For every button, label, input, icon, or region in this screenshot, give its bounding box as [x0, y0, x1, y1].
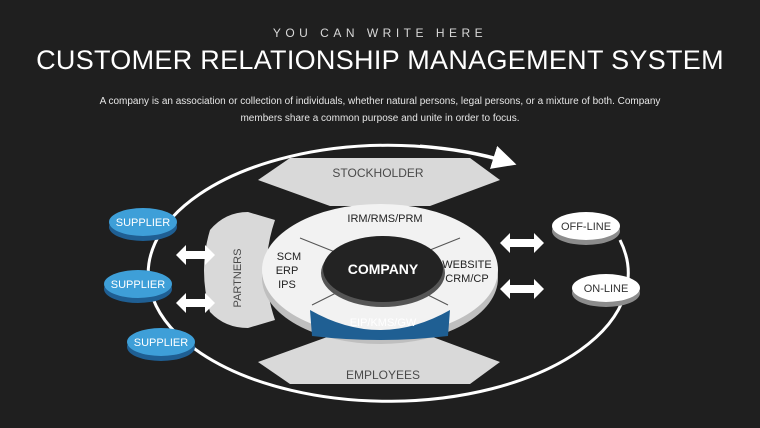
partners-label: PARTNERS [232, 249, 244, 308]
employees-segment [258, 336, 500, 384]
double-arrow-icon [500, 279, 544, 299]
employees-label: EMPLOYEES [346, 368, 420, 382]
cycle-arrow-icon [419, 144, 517, 169]
inner-top-label: IRM/RMS/PRM [347, 213, 422, 225]
inner-right-label-2: CRM/CP [445, 273, 488, 285]
inner-right-label-1: WEBSITE [442, 259, 492, 271]
ring-divider-1 [299, 237, 336, 253]
double-arrow-icon [176, 245, 215, 265]
stockholder-segment [258, 158, 500, 206]
offline-node [552, 212, 620, 240]
description: A company is an association or collectio… [95, 93, 665, 127]
inner-bottom-segment [310, 310, 450, 340]
inner-bottom-label: EIP/KMS/GW [350, 317, 417, 329]
inner-left-label-2: ERP [276, 265, 299, 277]
ring-divider-3 [311, 291, 339, 306]
offline-label: OFF-LINE [561, 221, 611, 233]
description-line-1: A company is an association or collectio… [99, 96, 661, 107]
center-node [323, 236, 443, 302]
cycle-ring [146, 143, 630, 403]
double-arrow-icon [176, 293, 215, 313]
kicker-text: YOU CAN WRITE HERE [272, 26, 488, 40]
online-label: ON-LINE [584, 283, 629, 295]
description-line-2: members share a common purpose and unite… [240, 113, 520, 124]
inner-left-label-3: IPS [278, 279, 296, 291]
supplier-2-label: SUPPLIER [111, 279, 165, 291]
supplier-1-node [109, 208, 177, 236]
center-label: COMPANY [348, 261, 419, 277]
supplier-3-label: SUPPLIER [134, 337, 188, 349]
stockholder-label: STOCKHOLDER [332, 166, 423, 180]
supplier-2-node [104, 270, 172, 298]
supplier-1-label: SUPPLIER [116, 217, 170, 229]
inner-left-label-1: SCM [277, 251, 301, 263]
double-arrow-icon [500, 233, 544, 253]
page-title: CUSTOMER RELATIONSHIP MANAGEMENT SYSTEM [36, 45, 724, 75]
online-node [572, 274, 640, 302]
supplier-3-node [127, 328, 195, 356]
partners-segment [204, 212, 275, 328]
